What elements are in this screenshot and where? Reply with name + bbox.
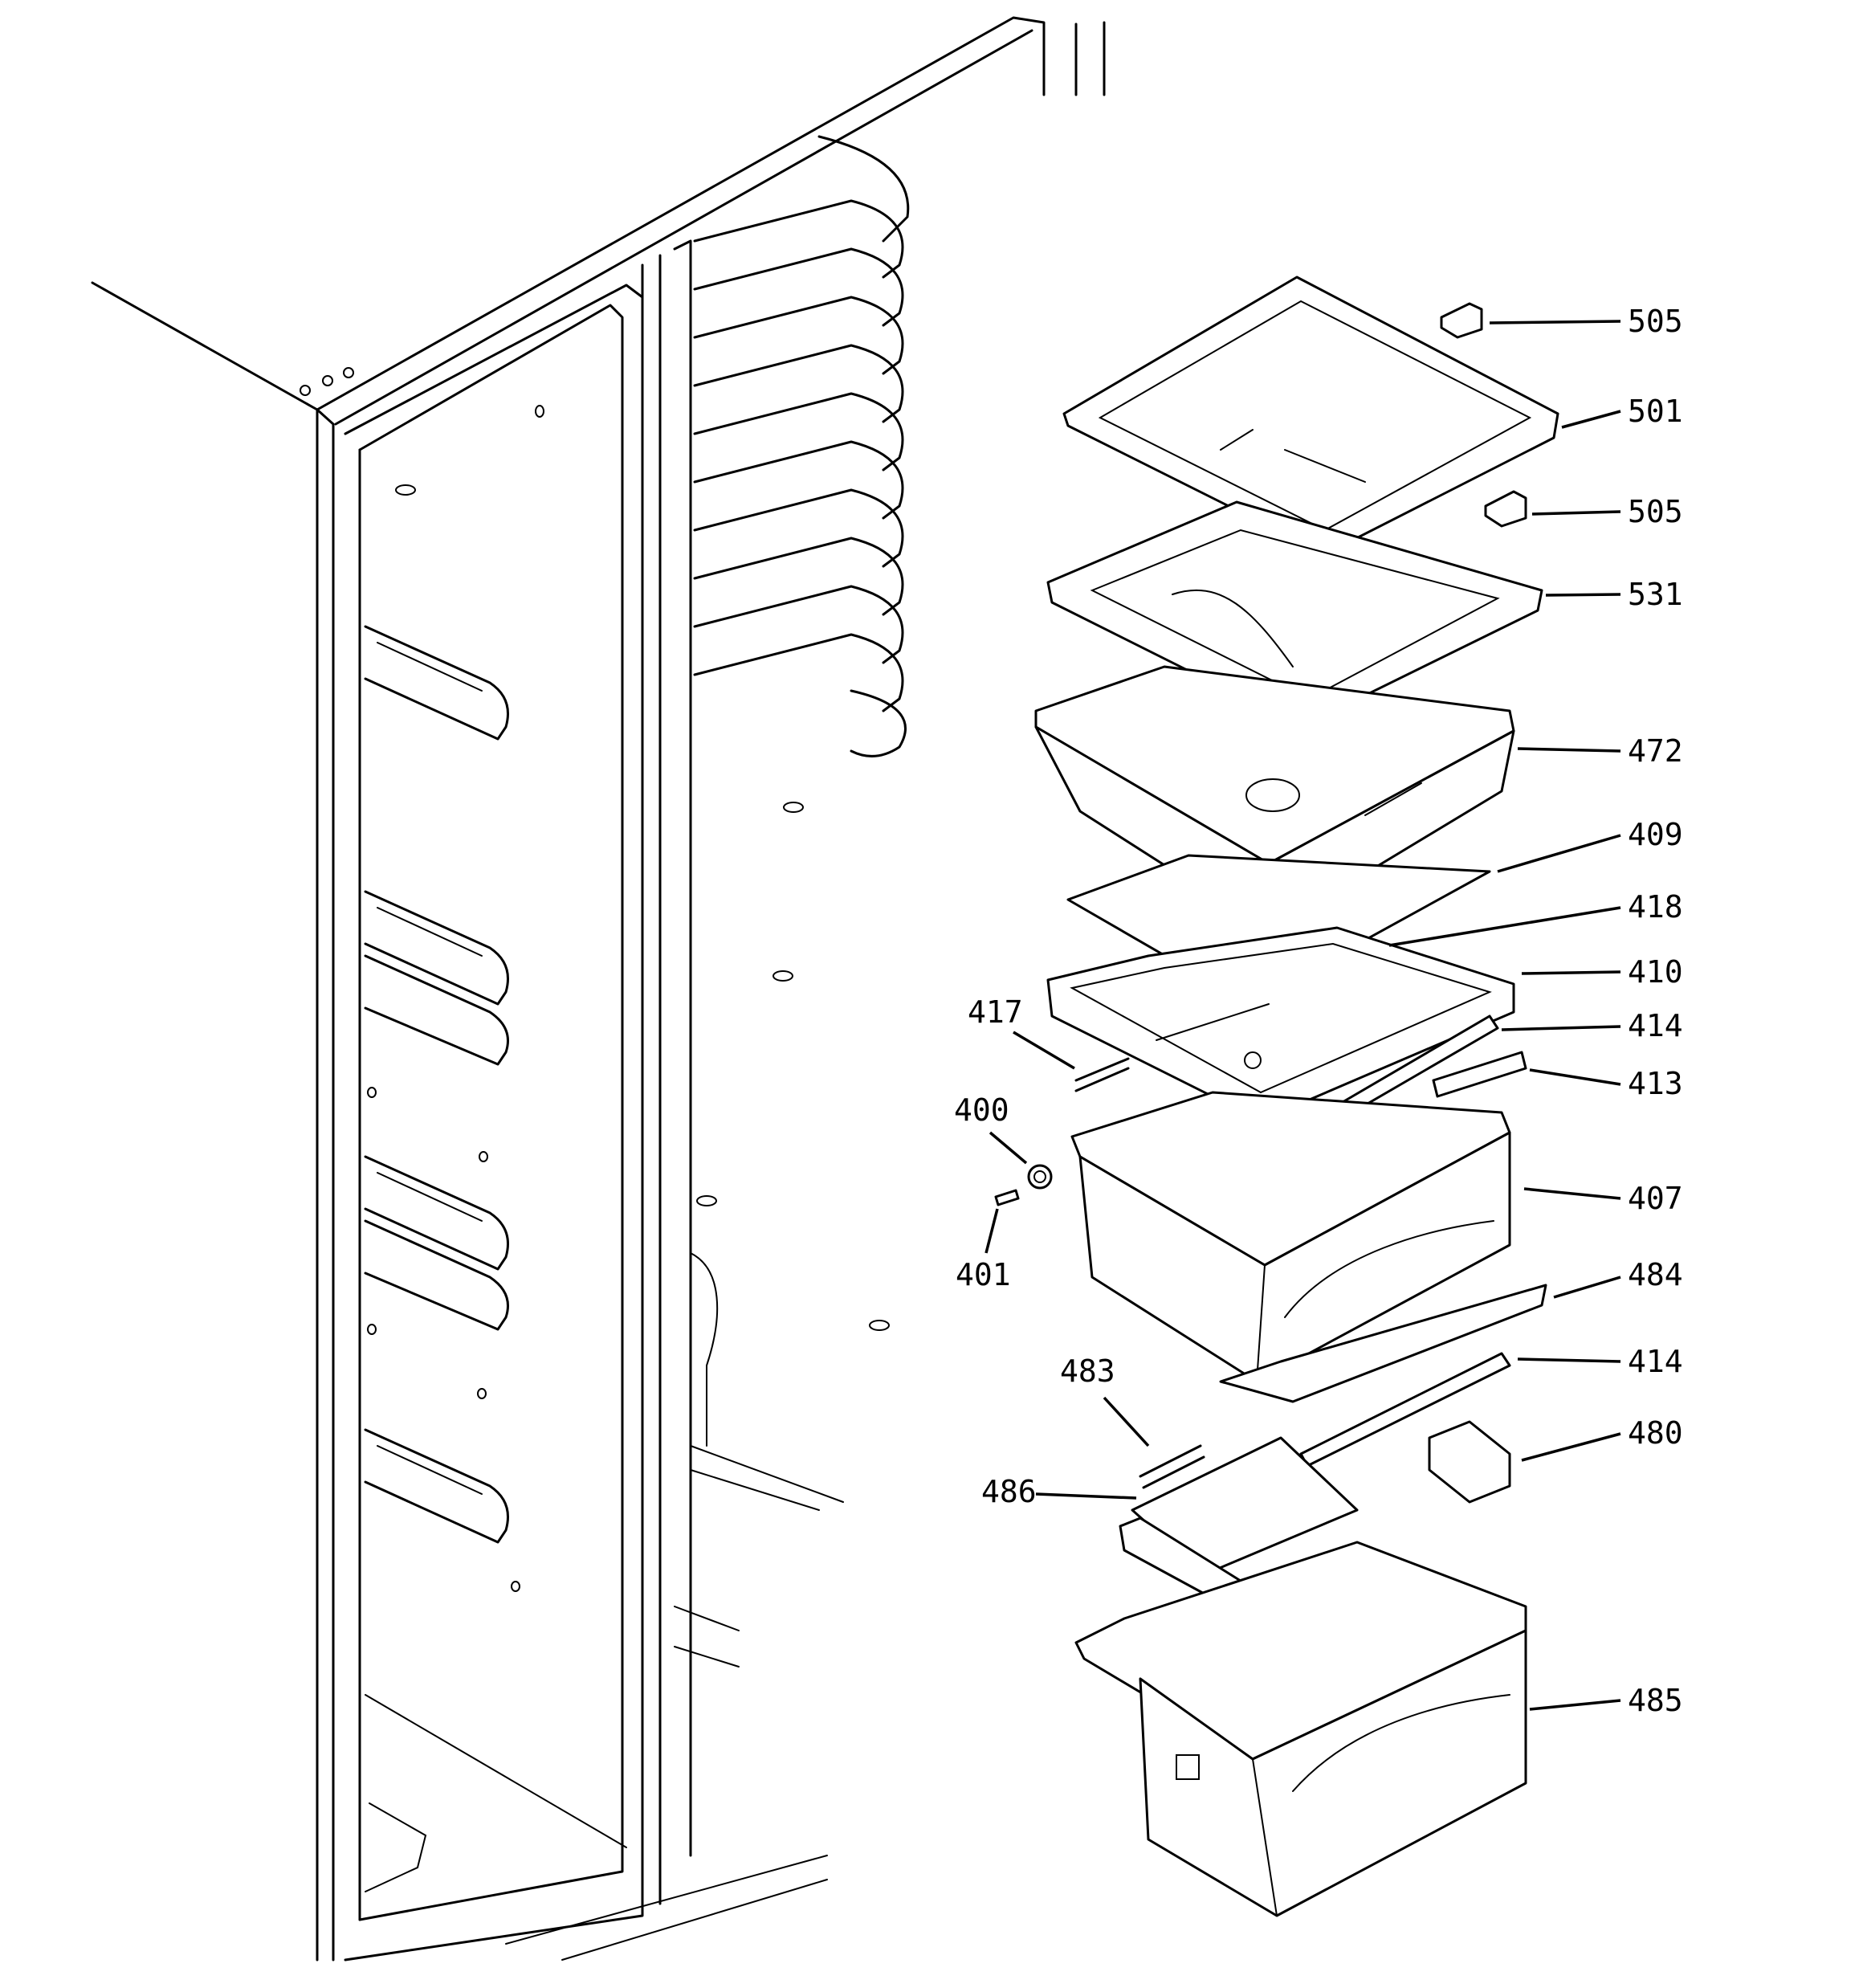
drawer-cover-484 bbox=[1219, 1284, 1547, 1403]
callout-407: 407 bbox=[1628, 1181, 1683, 1216]
leader-417 bbox=[1013, 1031, 1075, 1070]
callout-505a: 505 bbox=[1628, 304, 1683, 339]
callout-401: 401 bbox=[956, 1257, 1011, 1292]
glass-shelf bbox=[1062, 276, 1559, 556]
callout-418: 418 bbox=[1628, 889, 1683, 925]
leader-485 bbox=[1529, 1699, 1621, 1711]
leader-410 bbox=[1521, 970, 1621, 975]
callout-472: 472 bbox=[1628, 733, 1683, 769]
leader-531 bbox=[1545, 593, 1621, 597]
callout-417: 417 bbox=[968, 994, 1023, 1030]
leader-486 bbox=[1035, 1492, 1137, 1500]
leader-480 bbox=[1521, 1432, 1621, 1462]
freezer-shelf-stack bbox=[693, 135, 910, 1331]
shelf-clip-mid bbox=[1484, 490, 1527, 528]
callout-531: 531 bbox=[1628, 577, 1683, 612]
leader-407 bbox=[1523, 1187, 1621, 1200]
callout-483: 483 bbox=[1060, 1353, 1115, 1389]
callouts: 505 501 505 531 472 409 418 410 414 413 … bbox=[954, 304, 1683, 1718]
leader-505a bbox=[1489, 320, 1621, 325]
leader-484 bbox=[1553, 1276, 1621, 1299]
callout-480: 480 bbox=[1628, 1415, 1683, 1451]
callout-400: 400 bbox=[954, 1092, 1009, 1128]
leader-414a bbox=[1501, 1025, 1621, 1031]
leader-413 bbox=[1529, 1068, 1621, 1086]
leader-483 bbox=[1103, 1396, 1150, 1447]
crisper-cover-frame bbox=[1046, 926, 1515, 1122]
snack-pan-cover bbox=[1046, 500, 1543, 729]
callout-505b: 505 bbox=[1628, 494, 1683, 529]
shelf-clip-top bbox=[1440, 302, 1483, 339]
callout-485: 485 bbox=[1628, 1683, 1683, 1718]
rod-483 bbox=[1139, 1444, 1205, 1489]
refrigerator-cabinet bbox=[91, 16, 1106, 1961]
leader-401 bbox=[984, 1208, 999, 1254]
leader-414b bbox=[1517, 1357, 1621, 1363]
callout-414b: 414 bbox=[1628, 1344, 1683, 1379]
slide-480 bbox=[1428, 1420, 1511, 1504]
leader-409 bbox=[1497, 834, 1621, 873]
callout-413: 413 bbox=[1628, 1066, 1683, 1101]
leader-472 bbox=[1517, 747, 1621, 753]
exploded-parts bbox=[994, 276, 1559, 1917]
callout-409: 409 bbox=[1628, 817, 1683, 852]
leader-400 bbox=[989, 1131, 1028, 1165]
leader-501 bbox=[1561, 410, 1621, 429]
leader-505b bbox=[1531, 510, 1621, 516]
screw-401 bbox=[994, 1189, 1020, 1206]
door-bins bbox=[364, 405, 544, 1592]
leader-418 bbox=[1388, 906, 1621, 947]
nut-400 bbox=[1027, 1164, 1053, 1190]
callout-484: 484 bbox=[1628, 1257, 1683, 1292]
callout-501: 501 bbox=[1628, 394, 1683, 429]
callout-414a: 414 bbox=[1628, 1008, 1683, 1043]
callout-486: 486 bbox=[981, 1474, 1037, 1509]
lower-pan-485 bbox=[1074, 1541, 1527, 1917]
crisper-drawer bbox=[1070, 1091, 1511, 1383]
callout-410: 410 bbox=[1628, 954, 1683, 990]
rod-417 bbox=[1074, 1057, 1130, 1092]
handle-413 bbox=[1432, 1051, 1527, 1098]
